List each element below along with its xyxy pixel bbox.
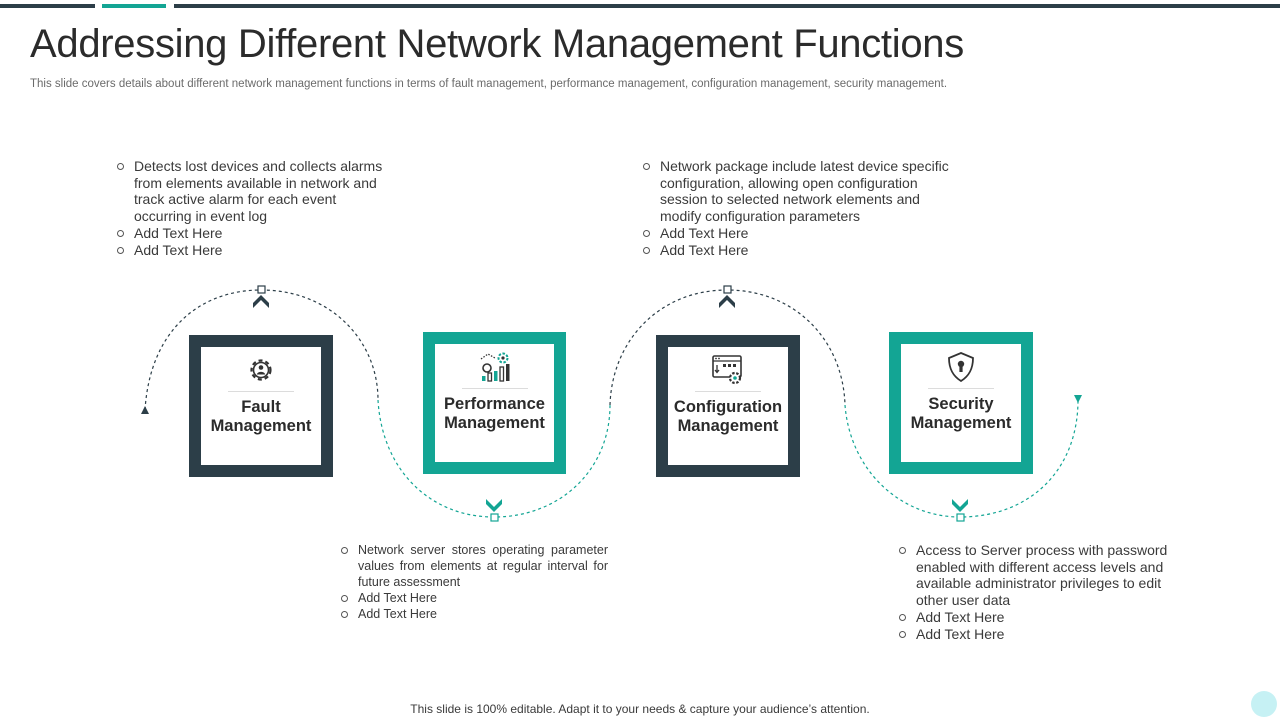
- list-item: Access to Server process with password e…: [898, 542, 1170, 609]
- label-line-2: Management: [210, 417, 312, 435]
- list-item: Add Text Here: [898, 609, 1170, 626]
- node-configuration: [723, 285, 732, 294]
- top-bar-accent: [102, 4, 166, 8]
- slide-title: Addressing Different Network Management …: [30, 22, 964, 66]
- list-item: Add Text Here: [642, 242, 954, 259]
- icon-divider: [928, 388, 994, 389]
- label-line-1: Configuration: [673, 398, 783, 416]
- security-bullets: Access to Server process with password e…: [898, 542, 1170, 642]
- footer-note: This slide is 100% editable. Adapt it to…: [410, 702, 870, 716]
- right-arrow-end: [1074, 395, 1082, 403]
- label-line-2: Management: [677, 417, 779, 435]
- node-fault: [257, 285, 266, 294]
- chevron-up-icon-configuration: [719, 295, 735, 308]
- security-management-card: Security Management: [889, 332, 1033, 474]
- configuration-management-label: Configuration Management: [674, 398, 782, 436]
- label-line-2: Management: [910, 414, 1012, 432]
- list-item: Network server stores operating paramete…: [340, 542, 608, 590]
- list-item: Add Text Here: [116, 225, 391, 242]
- list-item: Add Text Here: [642, 225, 954, 242]
- list-item: Add Text Here: [116, 242, 391, 259]
- corner-bubble: [1251, 691, 1277, 717]
- list-item: Add Text Here: [340, 606, 608, 622]
- icon-divider: [228, 391, 294, 392]
- chevron-down-icon-security: [952, 499, 968, 512]
- shield-lock-icon: [948, 352, 974, 383]
- node-security: [956, 513, 965, 522]
- list-item: Add Text Here: [340, 590, 608, 606]
- icon-divider: [461, 388, 528, 389]
- icon-divider: [695, 391, 761, 392]
- slide-subtitle: This slide covers details about differen…: [30, 78, 948, 90]
- security-management-label: Security Management: [911, 395, 1012, 433]
- list-item: Network package include latest device sp…: [642, 158, 954, 225]
- left-arrow-end: [141, 406, 149, 414]
- fault-bullets: Detects lost devices and collects alarms…: [116, 158, 391, 258]
- label-line-1: Fault: [241, 398, 281, 416]
- configuration-management-card: Configuration Management: [656, 335, 800, 477]
- gear-user-icon: [250, 359, 272, 381]
- label-line-1: Performance: [444, 395, 545, 413]
- top-bar-right: [174, 4, 1280, 8]
- top-bar-left: [0, 4, 95, 8]
- list-item: Add Text Here: [898, 626, 1170, 643]
- list-item: Detects lost devices and collects alarms…: [116, 158, 391, 225]
- performance-management-label: Performance Management: [444, 395, 545, 433]
- fault-management-card: Fault Management: [189, 335, 333, 477]
- performance-management-card: Performance Management: [423, 332, 566, 474]
- chevron-down-icon-performance: [486, 499, 502, 512]
- chevron-up-icon-fault: [253, 295, 269, 308]
- configuration-bullets: Network package include latest device sp…: [642, 158, 954, 258]
- node-performance: [490, 513, 499, 522]
- fault-management-label: Fault Management: [211, 398, 312, 436]
- browser-gear-icon: [712, 355, 742, 385]
- label-line-1: Security: [928, 395, 994, 413]
- performance-bullets: Network server stores operating paramete…: [340, 542, 608, 622]
- performance-chart-icon: [480, 352, 509, 382]
- label-line-2: Management: [444, 414, 545, 432]
